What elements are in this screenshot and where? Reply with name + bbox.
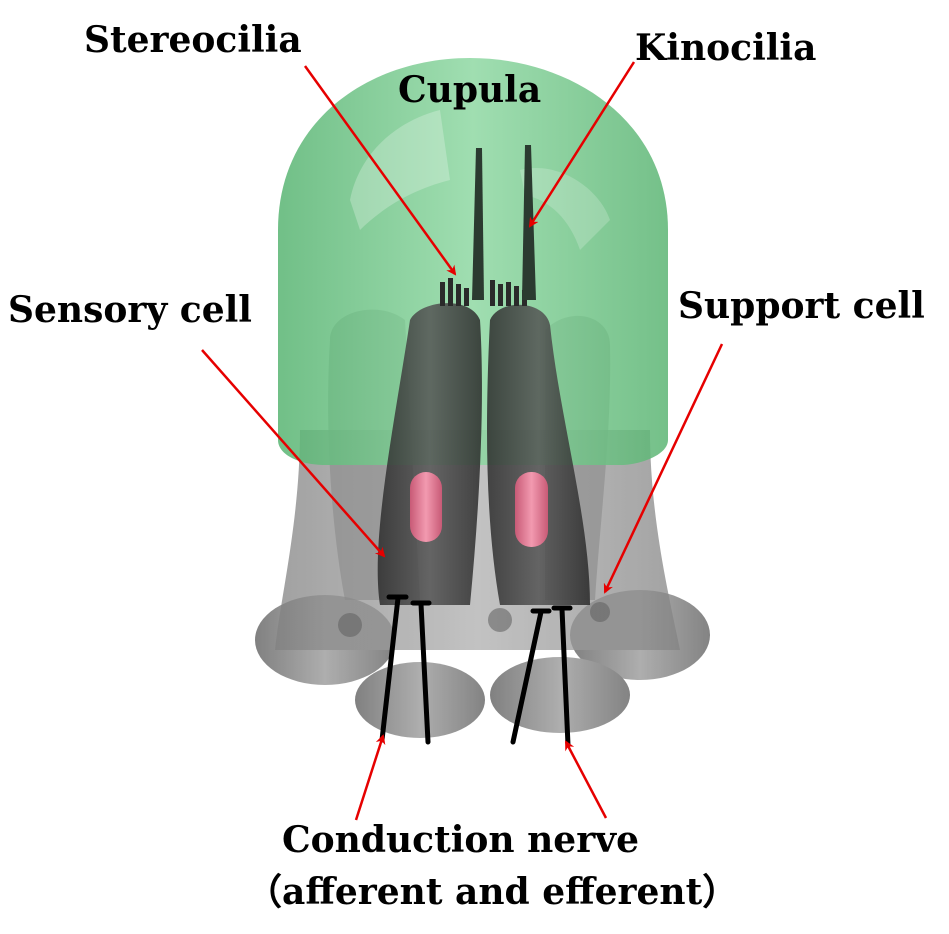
sensory-cell-right [487,304,590,605]
arrow-stereocilia [303,65,457,276]
nucleus-left [410,472,442,542]
cupula-highlight [350,110,450,230]
stereocilia-label: Stereocilia [84,19,302,61]
conduction-nerve-label: Conduction nerve [282,819,639,861]
support-cell-base [255,430,710,738]
cupula-dome [278,58,668,465]
arrow-nerve-right [564,740,608,819]
arrow-support-cell [603,343,724,594]
kinocilia-label: Kinocilia [635,27,817,69]
arrow-nerve-left [354,734,386,821]
arrow-kinocilia [528,61,636,228]
afferent-efferent-label: （afferent and efferent） [246,871,739,913]
pointer-arrows [201,61,724,821]
support-cell-label: Support cell [678,285,925,327]
nucleus-right [515,472,548,547]
conduction-nerves [379,594,573,748]
sensory-cell-left [377,303,482,605]
sensory-cell-label: Sensory cell [8,289,252,331]
arrow-sensory-cell [201,349,386,558]
cupula-highlight-2 [520,168,610,250]
cupula-label: Cupula [398,69,542,111]
